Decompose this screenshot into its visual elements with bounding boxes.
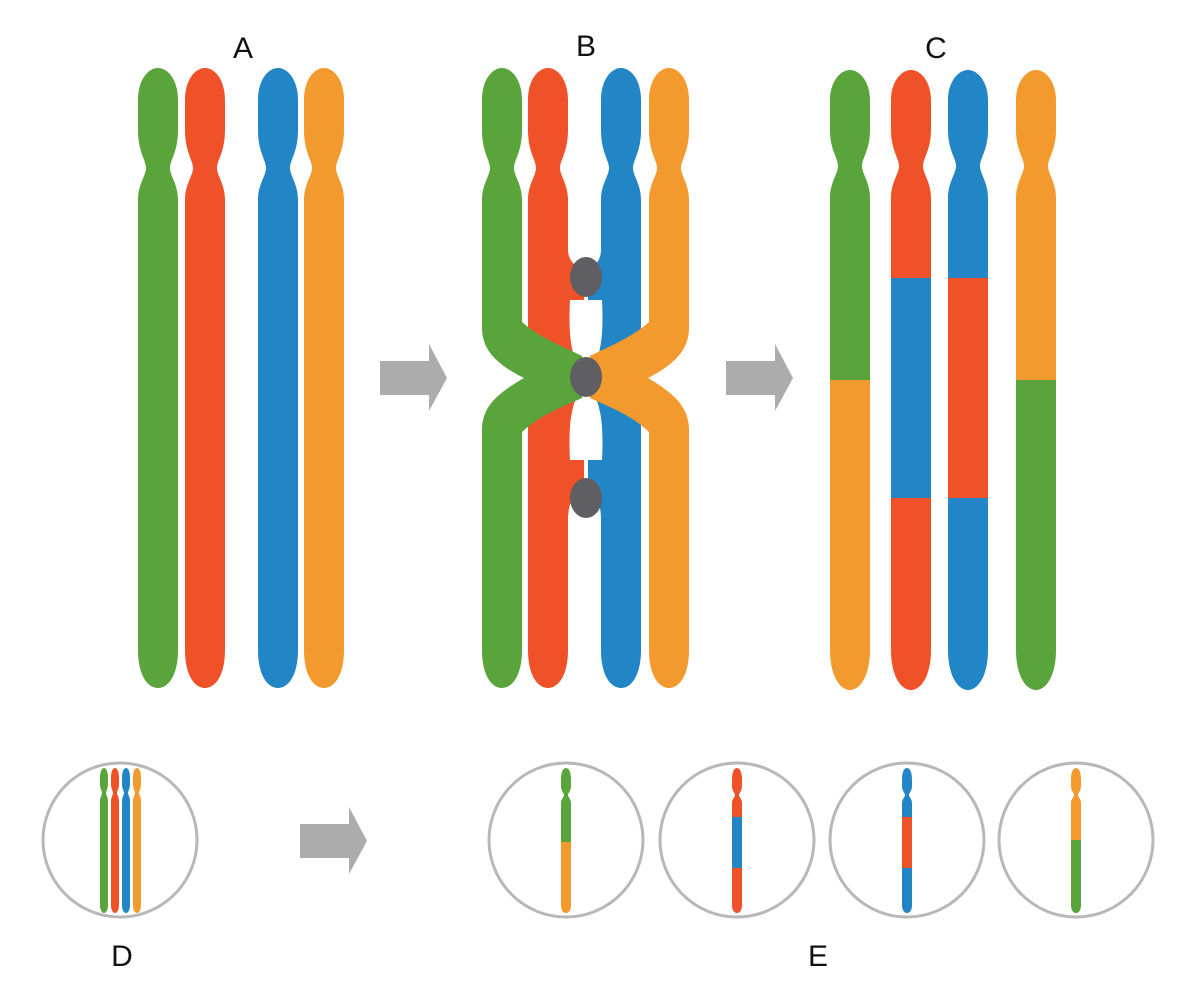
- gamete-cell-2: [658, 761, 816, 919]
- segment-red: [902, 817, 912, 868]
- chromosome-blue: [258, 68, 298, 688]
- segment-orange: [561, 842, 571, 913]
- segment-blue: [902, 868, 912, 913]
- chiasma-upper: [570, 257, 602, 297]
- segment-green: [561, 768, 571, 842]
- segment-blue: [948, 498, 988, 690]
- panel-c-recombinant-chromosomes: [830, 70, 1056, 690]
- segment-orange: [830, 380, 870, 690]
- recombinant-chromosome-4: [1016, 70, 1056, 690]
- gamete-cell-4: [997, 761, 1155, 919]
- label-a: A: [233, 32, 253, 65]
- chromosome-green: [138, 68, 178, 688]
- label-e: E: [808, 940, 828, 973]
- cell-chromosome-blue: [122, 768, 130, 913]
- panel-b-crossing-over: [482, 68, 689, 688]
- arrow-right-icon: [300, 807, 367, 874]
- arrow-right-icon: [380, 344, 447, 411]
- segment-blue: [902, 768, 912, 817]
- label-b: B: [576, 30, 596, 63]
- recombinant-chromosome-3: [948, 70, 988, 690]
- chromatid-green: [482, 68, 582, 688]
- cell-chromosome-orange: [133, 768, 141, 913]
- cell-outline: [41, 761, 199, 919]
- segment-red: [948, 278, 988, 498]
- label-d: D: [111, 940, 133, 973]
- segment-green: [1016, 380, 1056, 690]
- panel-a-chromosomes: [138, 68, 344, 688]
- cell-chromosome-red: [111, 768, 119, 913]
- label-c: C: [925, 32, 947, 65]
- segment-blue: [732, 817, 742, 868]
- recombinant-chromosome-2: [891, 70, 931, 690]
- chromosome-red: [185, 68, 225, 688]
- gamete-cell-1: [487, 761, 645, 919]
- segment-red: [891, 70, 931, 278]
- segment-red: [732, 768, 742, 817]
- segment-orange: [1016, 70, 1056, 380]
- segment-green: [830, 70, 870, 380]
- gamete-cell-3: [828, 761, 986, 919]
- segment-blue: [948, 70, 988, 278]
- segment-blue: [891, 278, 931, 498]
- arrow-right-icon: [726, 344, 793, 411]
- segment-orange: [1071, 768, 1081, 840]
- recombinant-chromosome-1: [830, 70, 870, 690]
- chiasma-middle: [570, 357, 602, 397]
- segment-red: [732, 868, 742, 913]
- panel-d-parent-cell: [41, 761, 199, 919]
- panel-e-gametes: [487, 761, 1155, 919]
- chiasma-lower: [570, 478, 602, 518]
- chromosome-orange: [304, 68, 344, 688]
- cell-chromosome-green: [100, 768, 108, 913]
- segment-green: [1071, 840, 1081, 913]
- segment-red: [891, 498, 931, 690]
- chromatid-orange: [590, 68, 689, 688]
